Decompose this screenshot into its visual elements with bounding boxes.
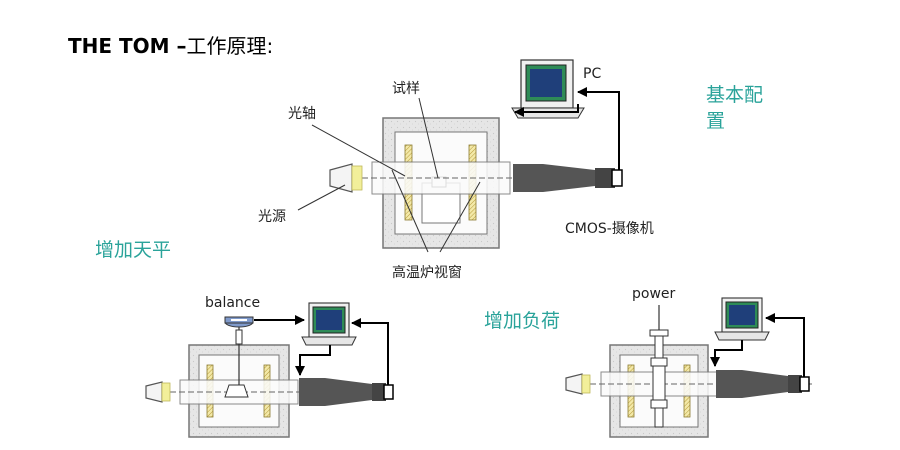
load-cable-camera-to-pc — [765, 313, 805, 377]
cable-camera-to-pc — [577, 87, 620, 170]
pointer-sample — [418, 97, 439, 179]
balance-lamp-glow — [161, 382, 171, 402]
load-camera-connector — [799, 376, 810, 392]
camera-connector — [611, 169, 623, 187]
balance-cable-camera-to-pc — [351, 318, 389, 385]
load-specimen — [652, 365, 666, 401]
balance-camera-back — [372, 383, 386, 401]
balance-camera-lens — [325, 378, 372, 406]
camera-label: CMOS-摄像机 — [565, 221, 654, 237]
camera-body — [513, 164, 543, 192]
load-camera-back — [788, 375, 802, 393]
section-add-load: 增加负荷 — [484, 310, 561, 332]
light-source-lamp — [329, 163, 353, 193]
load-pc-monitor — [714, 297, 770, 341]
page-title: THE TOM –工作原理: — [68, 30, 273, 59]
load-upper-rod — [654, 335, 664, 359]
cable-pc-to-furnace — [514, 104, 579, 117]
load-lamp-glow — [581, 374, 591, 394]
pointer-light-source — [297, 184, 346, 211]
balance-camera-connector — [383, 384, 394, 400]
load-camera-body — [716, 370, 742, 398]
balance-sample-holder — [224, 384, 249, 398]
furnace-window-label: 高温炉视窗 — [392, 265, 462, 281]
balance-hook — [235, 329, 243, 345]
title-cn: 工作原理: — [186, 34, 274, 58]
balance-setup — [145, 302, 394, 438]
light-source-label: 光源 — [258, 209, 286, 225]
load-upper-plate — [650, 357, 668, 367]
load-lower-rod — [654, 407, 664, 428]
pointer-window-left — [391, 169, 429, 253]
load-lamp — [565, 373, 583, 395]
pc-monitor — [511, 59, 585, 119]
camera-back — [595, 168, 615, 188]
balance-pc-monitor — [301, 302, 357, 346]
load-setup — [565, 297, 812, 438]
load-cable-pc-to-furnace — [710, 340, 743, 367]
balance-device — [224, 316, 254, 328]
light-source-glow — [351, 165, 363, 191]
power-label: power — [632, 286, 676, 302]
main-setup — [297, 59, 623, 253]
sample-label: 试样 — [392, 81, 420, 97]
section-basic-config-line2: 置 — [706, 110, 726, 132]
balance-lamp — [145, 381, 163, 403]
camera-lens — [543, 164, 595, 192]
optical-axis-label: 光轴 — [288, 106, 316, 122]
pointer-window-right — [439, 181, 481, 253]
balance-camera-body — [299, 378, 325, 406]
pointer-optical-axis — [311, 124, 406, 177]
load-power-plate — [649, 329, 669, 337]
title-en: THE TOM – — [68, 34, 187, 58]
load-lower-plate — [650, 399, 668, 409]
section-basic-config-line1: 基本配 — [706, 84, 764, 106]
section-add-balance: 增加天平 — [95, 239, 172, 261]
pc-label: PC — [583, 66, 602, 82]
balance-label: balance — [205, 295, 261, 311]
balance-cable-pc-to-furnace — [295, 345, 331, 376]
load-camera-lens — [742, 370, 788, 398]
